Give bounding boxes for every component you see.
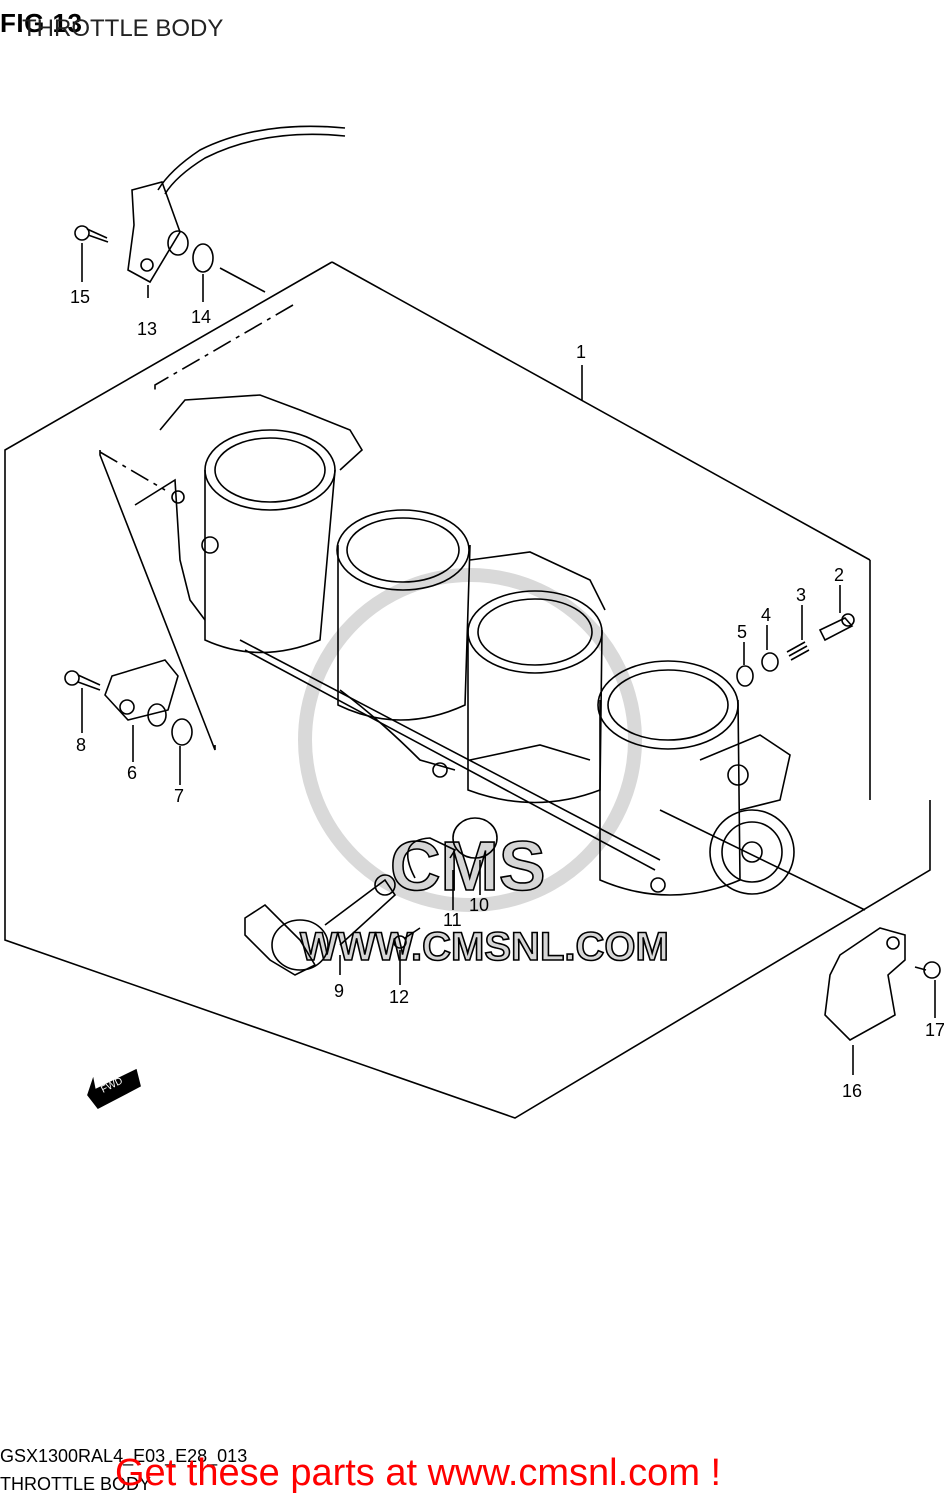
o-ring-7 bbox=[171, 718, 193, 746]
callout-11: 11 bbox=[443, 910, 462, 930]
washer-4 bbox=[761, 652, 779, 672]
watermark-brand: CMS bbox=[390, 827, 546, 905]
diagram-caption: THROTTLE BODY bbox=[0, 1474, 152, 1494]
bolt-15 bbox=[74, 225, 109, 243]
sensor-13 bbox=[127, 125, 346, 284]
callout-3: 3 bbox=[796, 585, 806, 605]
watermark-text: WWW.CMSNL.COM bbox=[300, 925, 669, 969]
callout-13: 13 bbox=[137, 319, 157, 339]
callout-5: 5 bbox=[737, 622, 747, 642]
screw-12 bbox=[393, 927, 421, 949]
watermark-logo bbox=[298, 568, 642, 912]
callout-8: 8 bbox=[76, 735, 86, 755]
figure-number: FIG 13 bbox=[0, 8, 83, 38]
bracket-16 bbox=[824, 927, 906, 1041]
callout-14: 14 bbox=[191, 307, 211, 327]
clip-11 bbox=[406, 837, 457, 879]
o-ring-10 bbox=[452, 817, 498, 859]
screw-2 bbox=[818, 613, 855, 642]
callout-1: 1 bbox=[576, 342, 586, 362]
diagram-code: GSX1300RAL4_E03_E28_013 bbox=[0, 1446, 248, 1466]
callout-15: 15 bbox=[70, 287, 90, 307]
callout-7: 7 bbox=[174, 786, 184, 806]
callout-16: 16 bbox=[842, 1081, 862, 1101]
callout-2: 2 bbox=[834, 565, 844, 585]
valve-9 bbox=[244, 874, 397, 976]
assembly-outline bbox=[4, 261, 931, 1119]
sensor-6 bbox=[104, 659, 179, 727]
bolt-17 bbox=[914, 961, 941, 979]
callout-9: 9 bbox=[334, 981, 344, 1001]
callout-4: 4 bbox=[761, 605, 771, 625]
callout-12: 12 bbox=[389, 987, 409, 1007]
promo-link[interactable]: Get these parts at www.cmsnl.com ! bbox=[115, 1452, 722, 1494]
throttle-body-assembly bbox=[134, 394, 795, 896]
direction-arrow-icon bbox=[87, 1068, 141, 1110]
callout-10: 10 bbox=[469, 895, 489, 915]
bolt-8 bbox=[64, 670, 101, 691]
figure-title: THROTTLE BODY bbox=[22, 15, 224, 42]
washer-5 bbox=[736, 665, 754, 687]
spring-3 bbox=[786, 641, 810, 661]
callout-17: 17 bbox=[925, 1020, 944, 1040]
callout-6: 6 bbox=[127, 763, 137, 783]
o-ring-14 bbox=[192, 243, 214, 273]
